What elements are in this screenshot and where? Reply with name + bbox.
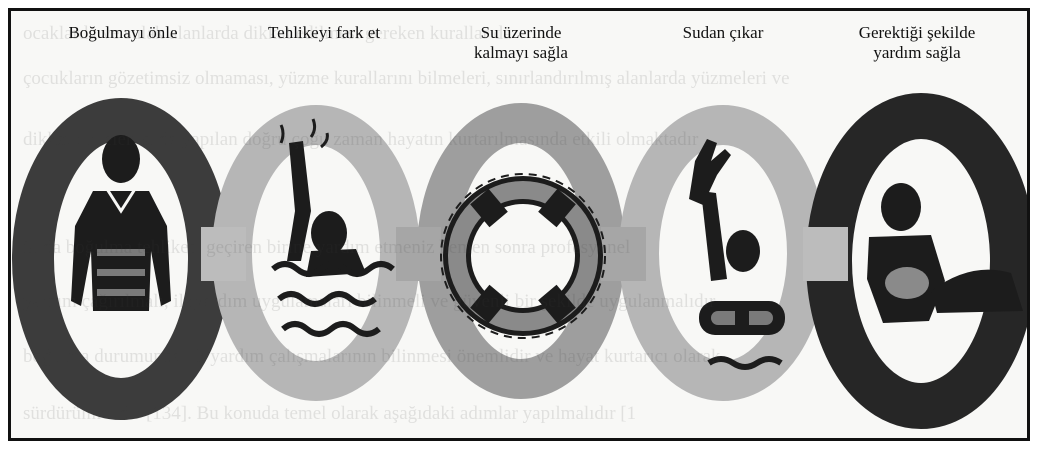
step-label-3: Su üzerinde kalmayı sağla bbox=[474, 23, 568, 63]
life-jacket-icon bbox=[71, 135, 171, 311]
step-label-5-line1: Gerektiği şekilde bbox=[859, 23, 976, 43]
step-label-3-line2: kalmayı sağla bbox=[474, 43, 568, 63]
bleed-text-line-2: çocukların gözetimsiz olmaması, yüzme ku… bbox=[23, 68, 790, 90]
step-label-3-line1: Su üzerinde bbox=[474, 23, 568, 43]
bleed-text-line-6: boğulma durumunda ilk yardım çalışmaları… bbox=[23, 346, 721, 368]
bleed-text-line-7: sürdürülmelidir [134]. Bu konuda temel o… bbox=[23, 403, 636, 425]
step-label-5: Gerektiği şekilde yardım sağla bbox=[859, 23, 976, 63]
bleed-text-line-3: dikkat etmeleri suda yapılan doğru çoğu … bbox=[23, 129, 698, 151]
step-label-4: Sudan çıkar bbox=[683, 23, 764, 43]
water-safety-chain-diagram: ocaklarda ve sulak alanlarda dikkat edil… bbox=[8, 8, 1030, 441]
bleed-text-line-4: Suda boğulma tehlikesi geçiren birine ya… bbox=[23, 237, 630, 259]
step-label-5-line2: yardım sağla bbox=[859, 43, 976, 63]
bleed-text-line-5: yardım çağırılmalı, ilkyardım uygulamala… bbox=[23, 291, 715, 313]
chain-link-4 bbox=[803, 227, 848, 281]
step-label-2: Tehlikeyi fark et bbox=[268, 23, 380, 43]
step-label-1: Boğulmayı önle bbox=[68, 23, 177, 43]
